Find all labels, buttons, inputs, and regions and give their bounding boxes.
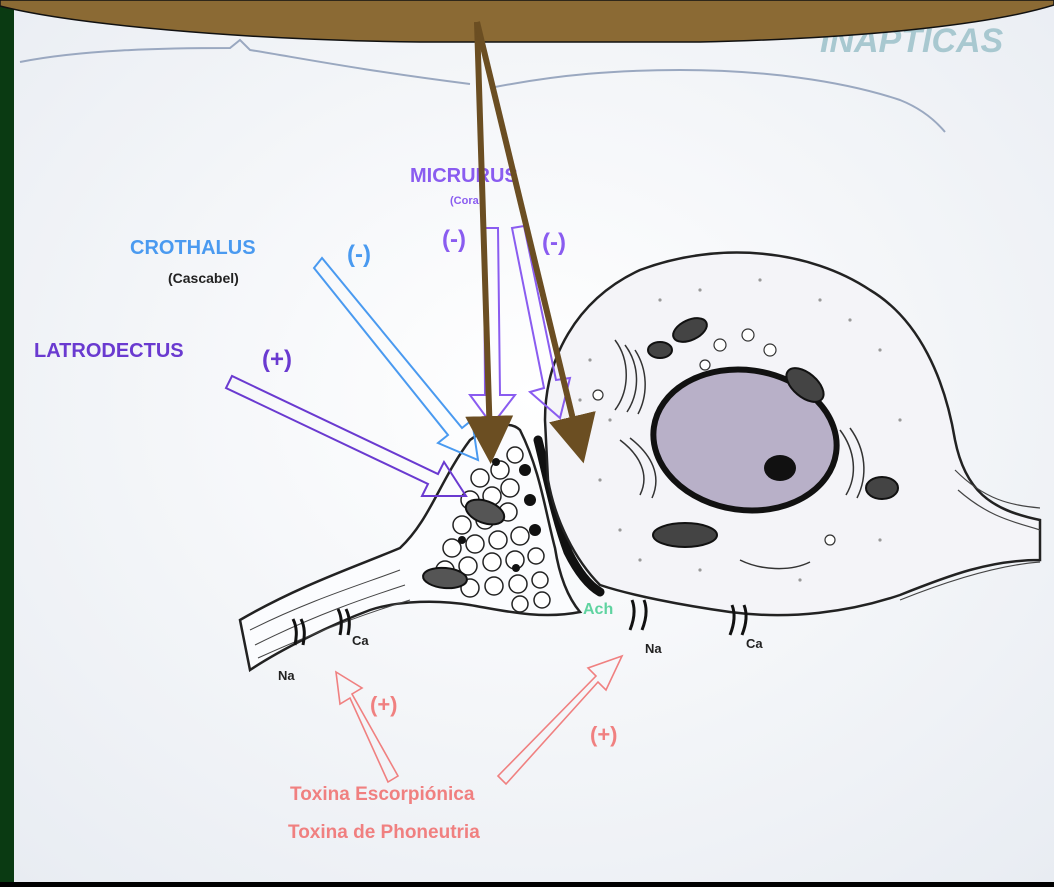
na-left-label: Na (278, 668, 295, 683)
ca-left-label: Ca (352, 633, 369, 648)
crothalus-name: CROTHALUS (130, 237, 256, 259)
nucleolus (764, 455, 796, 481)
frame-left (0, 0, 16, 882)
ca-right-label: Ca (746, 636, 763, 651)
toxin-line-2: Toxina de Phoneutria (288, 822, 480, 843)
micrurus-effect-right: (-) (542, 229, 566, 256)
toxin-effect-right: (+) (590, 722, 618, 747)
toxin-effect-left: (+) (370, 692, 398, 717)
latrodectus-name: LATRODECTUS (34, 340, 184, 362)
na-right-label: Na (645, 641, 662, 656)
micrurus-name: MICRURUS (410, 165, 518, 187)
latrodectus-effect: (+) (262, 346, 292, 373)
toxin-line-1: Toxina Escorpiónica (290, 784, 475, 805)
crothalus-common: (Cascabel) (168, 270, 239, 286)
micrurus-effect-left: (-) (442, 226, 466, 253)
crothalus-effect: (-) (347, 241, 371, 268)
ach-label: Ach (583, 601, 613, 618)
